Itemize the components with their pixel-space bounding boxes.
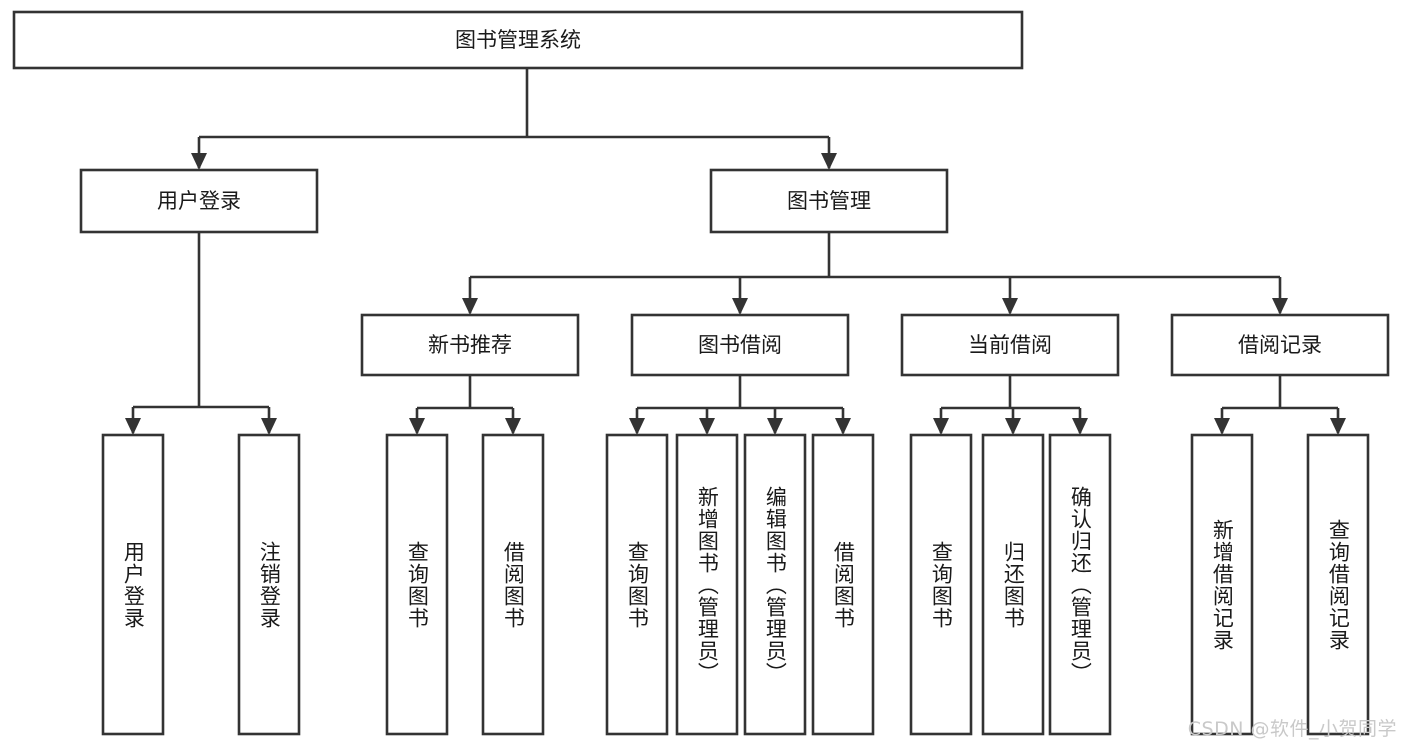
node-box-level3-0[interactable]: [360, 313, 580, 377]
arrow-level2-to-level3-0: [462, 298, 478, 315]
node-label-root: 图书管理系统: [455, 28, 581, 52]
arrow-leaf-3-2: [1072, 418, 1088, 435]
node-label-level2-1: 图书管理: [787, 189, 871, 213]
arrow-leaf-2-2: [767, 418, 783, 435]
node-box-level3-1[interactable]: [630, 313, 850, 377]
leaf-box-6[interactable]: [743, 433, 807, 736]
leaf-box-5[interactable]: [675, 433, 739, 736]
arrow-leaf-2-0: [629, 418, 645, 435]
arrow-leaf-4-1: [1330, 418, 1346, 435]
arrow-root-to-level2-1: [821, 153, 837, 170]
leaf-box-4[interactable]: [605, 433, 669, 736]
arrow-root-to-level2-0: [191, 153, 207, 170]
leaf-box-1[interactable]: [237, 433, 301, 736]
leaf-box-12[interactable]: [1306, 433, 1370, 736]
arrow-leaf-1-0: [409, 418, 425, 435]
arrow-level2-to-level3-3: [1272, 298, 1288, 315]
node-box-level2-1[interactable]: [709, 168, 949, 234]
node-label-level3-1: 图书借阅: [698, 333, 782, 357]
arrow-level2-to-level3-1: [732, 298, 748, 315]
node-box-level2-0[interactable]: [79, 168, 319, 234]
leaf-box-2[interactable]: [385, 433, 449, 736]
node-label-level3-3: 借阅记录: [1238, 333, 1322, 357]
node-label-level2-0: 用户登录: [157, 189, 241, 213]
arrow-leaf-0-0: [125, 418, 141, 435]
connectors-layer: [125, 68, 1346, 435]
csdn-watermark: CSDN @软件_小贺同学: [1187, 718, 1397, 740]
leaf-box-8[interactable]: [909, 433, 973, 736]
node-box-level3-2[interactable]: [900, 313, 1120, 377]
leaf-box-11[interactable]: [1190, 433, 1254, 736]
node-label-level3-0: 新书推荐: [428, 333, 512, 357]
leaf-box-7[interactable]: [811, 433, 875, 736]
arrow-leaf-4-0: [1214, 418, 1230, 435]
node-box-root[interactable]: [12, 10, 1024, 70]
boxes-layer: [12, 10, 1390, 736]
leaf-box-3[interactable]: [481, 433, 545, 736]
leaf-box-0[interactable]: [101, 433, 165, 736]
arrow-leaf-3-0: [933, 418, 949, 435]
arrow-leaf-1-1: [505, 418, 521, 435]
node-label-level3-2: 当前借阅: [968, 333, 1052, 357]
arrow-leaf-2-1: [699, 418, 715, 435]
leaf-box-10[interactable]: [1048, 433, 1112, 736]
node-box-level3-3[interactable]: [1170, 313, 1390, 377]
leaf-box-9[interactable]: [981, 433, 1045, 736]
arrow-leaf-3-1: [1005, 418, 1021, 435]
arrow-leaf-0-1: [261, 418, 277, 435]
arrow-leaf-2-3: [835, 418, 851, 435]
arrow-level2-to-level3-2: [1002, 298, 1018, 315]
